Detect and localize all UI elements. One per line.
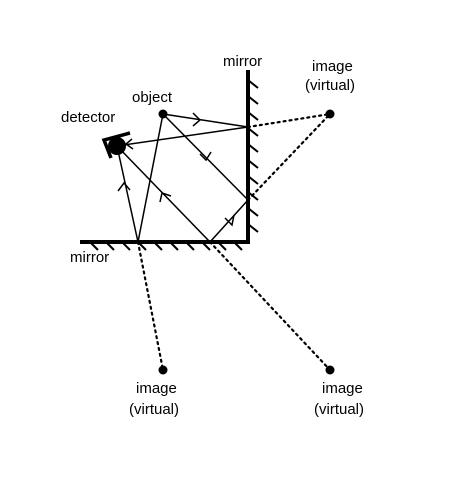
- arrow-up-left-right: [159, 192, 172, 203]
- mirror-hatch: [185, 241, 195, 251]
- arrow-to-vertical-mirror: [192, 112, 202, 127]
- mirror-hatch: [121, 241, 131, 251]
- object-point: [158, 109, 168, 119]
- mirror-hatch: [247, 207, 259, 217]
- mirror-hatch: [247, 111, 259, 121]
- ray-vertical-mirror: [116, 113, 249, 147]
- mirror-hatch: [247, 223, 259, 233]
- virtual-ray-bottom-right: [208, 240, 332, 372]
- mirror-hatch: [89, 241, 99, 251]
- label-image-bottom-right-virtual: (virtual): [314, 401, 364, 418]
- label-detector: detector: [61, 109, 115, 126]
- label-image-right-virtual: (virtual): [305, 77, 355, 94]
- label-image-bottom-left-virtual: (virtual): [129, 401, 179, 418]
- mirror-hatch: [169, 241, 179, 251]
- arrow-to-horizontal-mirror: [224, 214, 235, 227]
- arrow-down-diagonal: [199, 151, 212, 162]
- image-point-bottom-left: [158, 365, 168, 375]
- image-point-bottom-right: [325, 365, 335, 375]
- light-rays: [116, 113, 250, 244]
- label-image-bottom-right: image: [322, 380, 363, 397]
- virtual-ray-right: [246, 112, 332, 129]
- mirror-hatch: [247, 95, 259, 105]
- mirror-hatch: [153, 241, 163, 251]
- arrow-to-detector-from-vertical: [124, 138, 134, 150]
- virtual-rays: [136, 112, 332, 372]
- label-mirror-vertical: mirror: [223, 53, 262, 70]
- label-mirror-horizontal: mirror: [70, 249, 109, 266]
- mirror-hatch: [247, 175, 259, 185]
- arrow-up-left-left: [117, 181, 131, 192]
- mirror-hatch: [201, 241, 211, 251]
- virtual-ray-bottom-left: [136, 240, 165, 372]
- label-object: object: [132, 89, 173, 106]
- virtual-ray-right-double: [246, 112, 332, 202]
- label-image-bottom-left: image: [136, 380, 177, 397]
- ray-arrows: [117, 112, 235, 227]
- mirror-hatch: [247, 127, 259, 137]
- horizontal-mirror: [80, 240, 250, 251]
- label-image-right: image: [312, 58, 353, 75]
- mirror-hatch: [247, 159, 259, 169]
- mirror-hatch: [247, 143, 259, 153]
- mirror-hatch: [217, 241, 227, 251]
- ray-double-reflection: [116, 113, 250, 244]
- detector-icon: [101, 131, 131, 159]
- mirror-hatch: [105, 241, 115, 251]
- mirror-hatch: [233, 241, 243, 251]
- vertical-mirror: [246, 70, 259, 244]
- image-point-right: [325, 109, 335, 119]
- mirror-hatch: [247, 79, 259, 89]
